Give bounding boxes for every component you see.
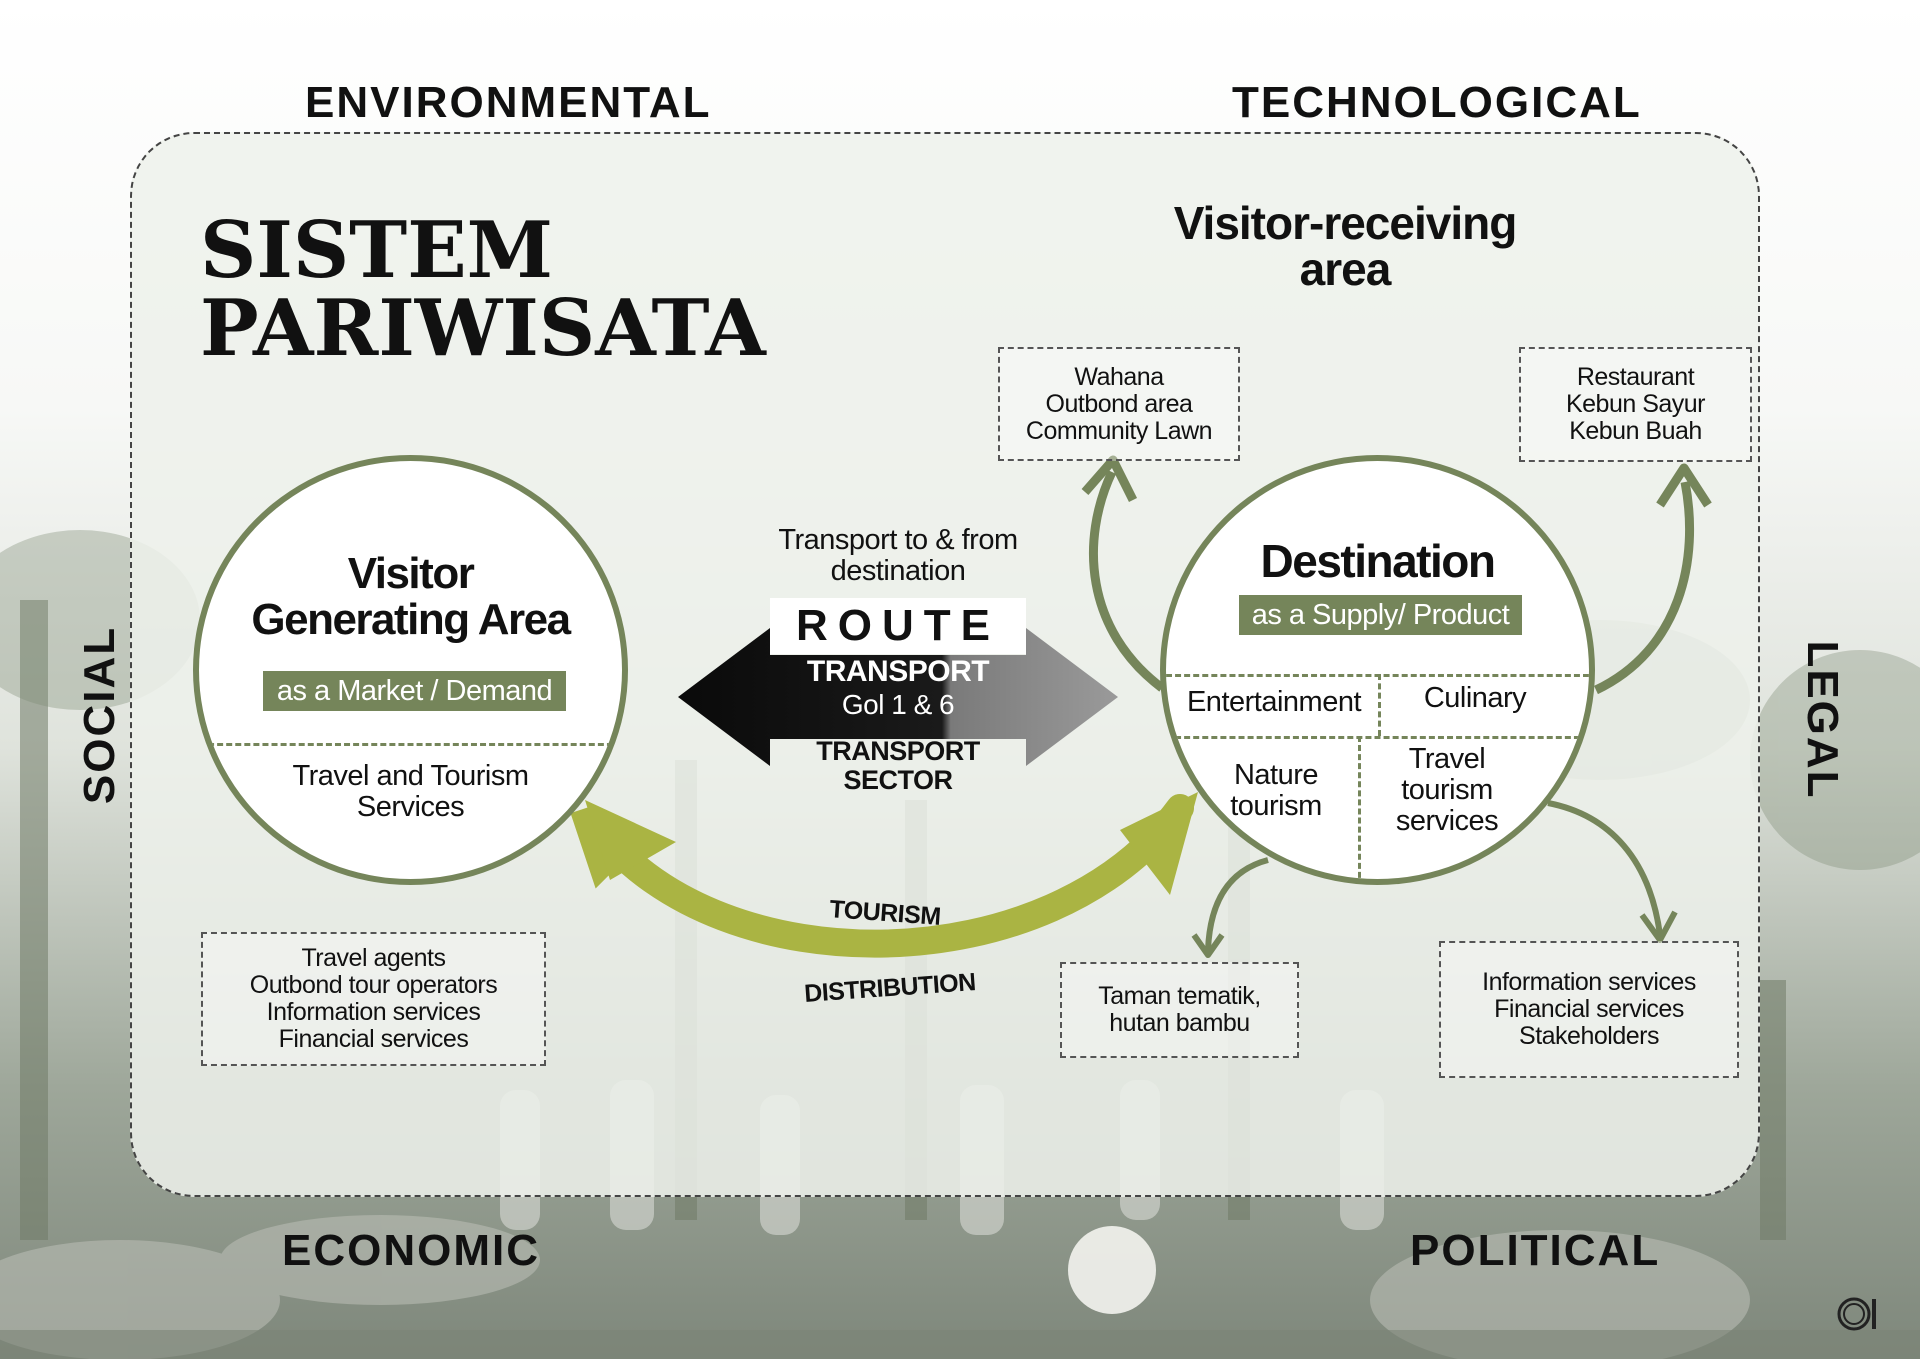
destination-circle: Destination as a Supply/ Product Enterta…: [1160, 455, 1595, 885]
nature-line-2: tourism: [1230, 790, 1322, 822]
travel-tourism-services-text: Travel and Tourism Services: [199, 761, 622, 823]
community-lawn-item: Community Lawn: [1025, 416, 1213, 445]
sector-line-2: SECTOR: [843, 765, 953, 795]
information-box: Information services Financial services …: [1439, 941, 1739, 1078]
route-caption-line-2: destination: [830, 555, 966, 587]
technological-label: TECHNOLOGICAL: [1232, 78, 1642, 127]
title-line-2: PARIWISATA: [200, 283, 766, 374]
taman-tematik-item: Taman tematik,: [1098, 982, 1261, 1010]
environmental-label: ENVIRONMENTAL: [305, 78, 712, 127]
outbond-tour-operators-item: Outbond tour operators: [249, 971, 498, 999]
arrow-to-restaurant: [1594, 481, 1695, 695]
travel-tourism-services-cell: Travel tourism services: [1362, 744, 1532, 837]
services-line-2: Services: [356, 791, 465, 823]
generating-title-line-1: Visitor: [347, 549, 475, 598]
generating-title-line-2: Generating Area: [251, 595, 571, 644]
economic-label: ECONOMIC: [282, 1226, 540, 1275]
wahana-item: Wahana: [1074, 362, 1164, 391]
title-line-1: SISTEM: [200, 205, 553, 296]
supply-product-tag: as a Supply/ Product: [1239, 595, 1522, 635]
arc-head-left-fill: [585, 800, 676, 880]
gol-label: Gol 1 & 6: [841, 689, 955, 720]
destination-divider-top: [1166, 674, 1589, 677]
travel-agents-box: Travel agents Outbond tour operators Inf…: [201, 932, 546, 1066]
nature-tourism-cell: Nature tourism: [1196, 760, 1356, 822]
visitor-receiving-heading: Visitor-receiving area: [1130, 200, 1560, 292]
information-services-item: Information services: [266, 998, 481, 1026]
arrow-to-taman: [1205, 857, 1269, 951]
transport-sector-label: TRANSPORT SECTOR: [770, 737, 1026, 795]
arrowhead-taman: [1191, 933, 1225, 958]
market-demand-tag: as a Market / Demand: [263, 671, 566, 711]
logo-icon: [1837, 1297, 1876, 1331]
sector-line-1: TRANSPORT: [816, 736, 980, 766]
travel-line-3: services: [1395, 805, 1499, 837]
visitor-generating-area-circle: Visitor Generating Area as a Market / De…: [193, 455, 628, 885]
destination-divider-upper-vertical: [1378, 674, 1381, 736]
destination-title: Destination: [1260, 535, 1496, 587]
route-caption: Transport to & from destination: [760, 525, 1036, 587]
restaurant-item: Restaurant: [1576, 363, 1695, 391]
generating-divider: [199, 743, 622, 746]
destination-divider-lower-vertical: [1358, 736, 1361, 879]
restaurant-box: Restaurant Kebun Sayur Kebun Buah: [1519, 347, 1752, 462]
information-services-item: Information services: [1482, 968, 1696, 996]
travel-line-2: tourism: [1401, 774, 1493, 806]
services-line-1: Travel and Tourism: [292, 760, 530, 792]
outbond-area-item: Outbond area: [1045, 389, 1193, 418]
travel-agents-item: Travel agents: [301, 944, 446, 972]
culinary-cell: Culinary: [1423, 682, 1527, 714]
route-double-arrow: [678, 628, 1118, 766]
financial-services-item: Financial services: [1494, 995, 1684, 1023]
tourism-distribution-arc: [586, 794, 1194, 958]
arrowhead-information: [1639, 910, 1678, 943]
arc-head-right-fill: [1120, 792, 1198, 895]
wahana-box: Wahana Outbond area Community Lawn: [998, 347, 1240, 461]
visitor-receiving-line-1: Visitor-receiving: [1173, 197, 1518, 249]
entertainment-cell: Entertainment: [1186, 686, 1362, 718]
kebun-sayur-item: Kebun Sayur: [1565, 390, 1706, 418]
page-title: SISTEM PARIWISATA: [200, 212, 766, 368]
nature-line-1: Nature: [1233, 759, 1319, 791]
kebun-buah-item: Kebun Buah: [1569, 417, 1702, 445]
generating-area-title: Visitor Generating Area: [199, 551, 622, 643]
taman-box: Taman tematik, hutan bambu: [1060, 962, 1299, 1058]
financial-services-item: Financial services: [278, 1025, 469, 1053]
route-label: ROUTE: [796, 601, 1000, 650]
arrowhead-restaurant: [1656, 463, 1712, 508]
stakeholders-item: Stakeholders: [1519, 1022, 1659, 1050]
arrow-to-information: [1547, 800, 1663, 936]
transport-label: TRANSPORT: [806, 655, 990, 688]
route-label-band: [770, 598, 1026, 654]
political-label: POLITICAL: [1410, 1226, 1661, 1275]
destination-divider-middle: [1166, 736, 1589, 739]
route-caption-line-1: Transport to & from: [778, 524, 1018, 556]
travel-line-1: Travel: [1408, 743, 1486, 775]
hutan-bambu-item: hutan bambu: [1109, 1009, 1250, 1037]
visitor-receiving-line-2: area: [1299, 243, 1392, 295]
arrow-to-wahana: [1088, 470, 1165, 692]
